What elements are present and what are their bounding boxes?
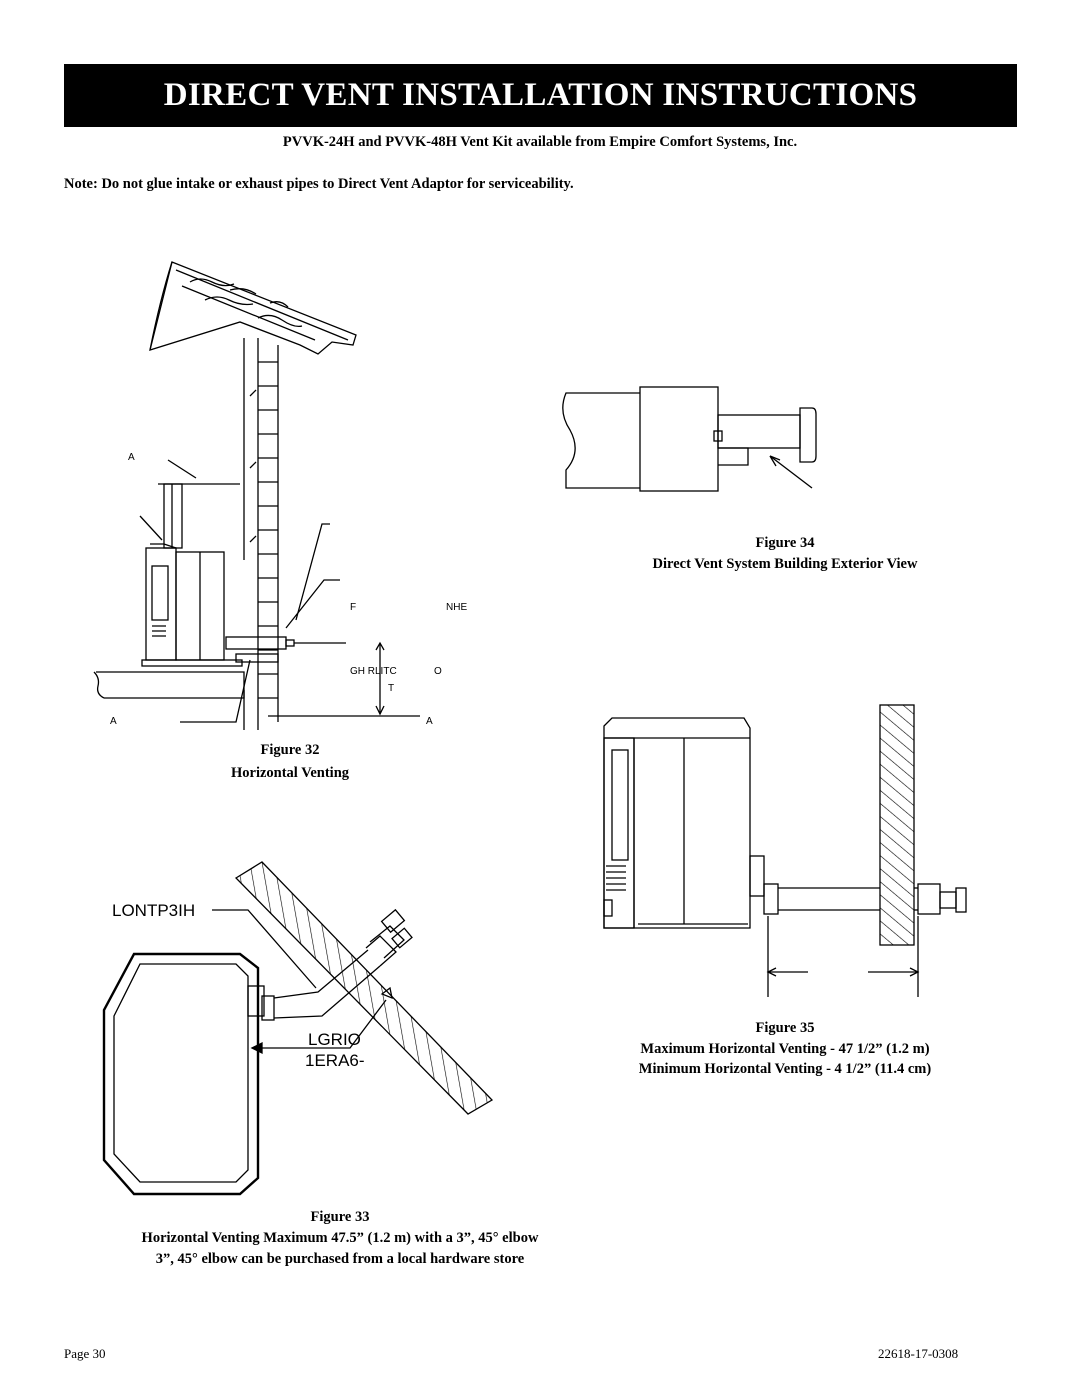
- page-title: DIRECT VENT INSTALLATION INSTRUCTIONS: [163, 77, 918, 113]
- fig32-label-o: O: [434, 666, 442, 677]
- figure-33-number: Figure 33: [310, 1209, 370, 1225]
- fig32-label-ghrlitc: GH RLITC: [350, 666, 397, 677]
- figure-33-line2: 3”, 45° elbow can be purchased from a lo…: [155, 1251, 525, 1267]
- fig33-label-era6: 1ERA6-: [305, 1051, 365, 1070]
- document-number: 22618-17-0308: [878, 1346, 959, 1361]
- figure-34-number: Figure 34: [755, 535, 815, 551]
- fig32-label-f: F: [350, 602, 357, 613]
- figure-33-line1: Horizontal Venting Maximum 47.5” (1.2 m)…: [141, 1230, 539, 1246]
- fig32-label-a-top: A: [128, 452, 135, 463]
- fig33-label-lontp3ih: LONTP3IH: [112, 901, 196, 920]
- figure-32-number: Figure 32: [260, 742, 320, 758]
- figure-35-max: Maximum Horizontal Venting - 47 1/2” (1.…: [640, 1041, 930, 1057]
- figure-32-title: Horizontal Venting: [230, 765, 350, 781]
- page-title-banner: DIRECT VENT INSTALLATION INSTRUCTIONS: [64, 64, 1017, 127]
- glue-note: Note: Do not glue intake or exhaust pipe…: [64, 176, 574, 192]
- fig32-label-nhe: NHE: [446, 602, 468, 613]
- fig32-label-a-bottom-left: A: [110, 716, 117, 727]
- vent-kit-note: PVVK-24H and PVVK-48H Vent Kit available…: [282, 134, 798, 150]
- fig32-label-a-bottom-right: A: [426, 716, 433, 727]
- fig33-label-lgrio: LGRIO: [308, 1030, 361, 1049]
- fig32-label-t: T: [388, 683, 395, 694]
- page-number: Page 30: [64, 1346, 106, 1361]
- figure-35-min: Minimum Horizontal Venting - 4 1/2” (11.…: [638, 1061, 932, 1077]
- figure-34-title: Direct Vent System Building Exterior Vie…: [652, 556, 918, 572]
- figure-35-number: Figure 35: [755, 1020, 815, 1036]
